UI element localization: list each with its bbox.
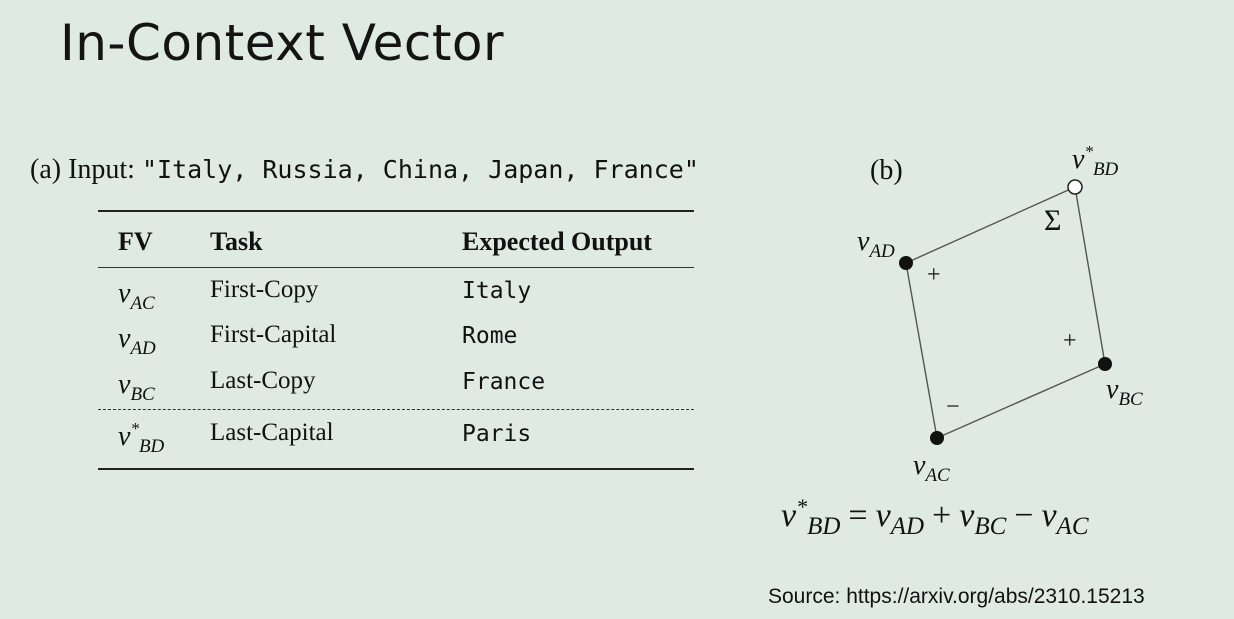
panel-a-label: (a)	[30, 154, 62, 185]
node-label-vbd: v*BD	[1072, 142, 1119, 180]
input-text: "Italy, Russia, China, Japan, France"	[141, 155, 699, 184]
table-row-task: First-Copy	[210, 276, 319, 303]
header-expected-output: Expected Output	[462, 227, 652, 256]
node-vbc	[1098, 357, 1112, 371]
table-row-task: Last-Copy	[210, 367, 316, 394]
panel-b-label: (b)	[870, 155, 903, 186]
table-row-fv: vAD	[118, 323, 156, 359]
edge-vbc-vac	[936, 363, 1106, 439]
edge-vad-vbd	[905, 186, 1076, 264]
table-row-fv: v*BD	[118, 419, 165, 457]
table-row-output: Italy	[462, 278, 532, 304]
panel-a-input-line: (a) Input: "Italy, Russia, China, Japan,…	[30, 154, 699, 186]
table-row-fv: vAC	[118, 278, 155, 314]
node-vac	[930, 431, 944, 445]
node-label-vbc: vBC	[1106, 374, 1143, 410]
table-row-output: Paris	[462, 421, 532, 447]
slide-title: In-Context Vector	[60, 14, 505, 72]
sign-minus: −	[946, 394, 960, 420]
sign-sum: Σ	[1044, 204, 1062, 237]
header-fv: FV	[118, 227, 153, 256]
table-row-fv: vBC	[118, 369, 155, 405]
table-row-task: Last-Capital	[210, 419, 334, 446]
table-row-task: First-Capital	[210, 321, 337, 348]
table-dashed-rule	[98, 409, 694, 410]
table-row-output: France	[462, 369, 546, 395]
node-vad	[899, 256, 913, 270]
edge-vbd-vbc	[1074, 186, 1106, 365]
table-bottom-rule	[98, 468, 694, 470]
node-label-vac: vAC	[913, 450, 950, 486]
source-citation: Source: https://arxiv.org/abs/2310.15213	[768, 585, 1145, 608]
node-label-vad: vAD	[857, 226, 895, 262]
header-task: Task	[210, 227, 263, 256]
edge-vac-vad	[905, 262, 938, 439]
table-row-output: Rome	[462, 323, 518, 349]
sign-plus-right: +	[1063, 328, 1077, 354]
input-prefix: Input:	[68, 154, 135, 185]
node-vbd	[1067, 179, 1083, 195]
sign-plus-left: +	[927, 262, 941, 288]
table-header-rule	[98, 267, 694, 268]
table-top-rule	[98, 210, 694, 212]
equation: v*BD=vAD+vBC−vAC	[781, 494, 1089, 540]
